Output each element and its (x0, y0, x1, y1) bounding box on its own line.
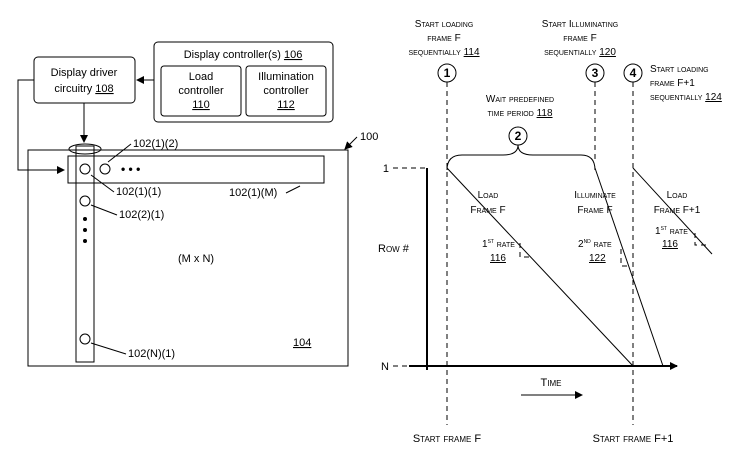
step-1-line2: frame F (427, 33, 460, 44)
illumination-controller-ref: 112 (277, 99, 295, 111)
pixel-2-1-label: 102(2)(1) (119, 209, 164, 221)
rate-3-annotation: 1st rate 116 (655, 225, 706, 250)
step-4-line1: Start loading (650, 64, 709, 75)
rate-3-triangle (694, 233, 706, 246)
pixel-1-2 (99, 163, 111, 175)
display-controllers-title: Display controller(s) 106 (184, 49, 303, 61)
rate-3-label: 1st rate (655, 225, 688, 237)
step-2-number: 2 (515, 129, 522, 143)
rate-1-triangle (519, 243, 533, 258)
device-ref-label: 100 (360, 131, 378, 143)
step-3-annotation: Start Illuminating frame F sequentially … (542, 19, 618, 83)
display-controllers-ref: 106 (284, 49, 302, 61)
rate-3-ref: 116 (662, 239, 678, 250)
display-driver-label-line1: Display driver (51, 67, 118, 79)
pixel-n-1 (79, 333, 91, 345)
pixel-2-1-leader (90, 204, 118, 216)
step-3-line3: sequentially 120 (544, 47, 616, 58)
load-controller-line2: controller (178, 85, 224, 97)
step-3-number: 3 (592, 66, 599, 80)
pixel-n-1-leader (90, 342, 127, 355)
y-label-bottom: N (381, 361, 389, 373)
rate-2-annotation: 2nd rate 122 (578, 238, 628, 267)
step-1-number: 1 (444, 66, 451, 80)
step-4-ref: 124 (705, 92, 722, 103)
rate-1-ref: 116 (490, 253, 506, 264)
x-axis-label: Time (541, 377, 562, 389)
step-3-line1: Start Illuminating (542, 19, 618, 30)
column-dot-3 (83, 239, 87, 243)
rate-2-ref: 122 (589, 253, 606, 264)
load-frame-f1-line (632, 167, 713, 255)
illumination-controller-line1: Illumination (258, 71, 314, 83)
step-3-line2: frame F (563, 33, 596, 44)
display-driver-box: Display driver circuitry 108 (33, 56, 136, 104)
illuminate-frame-f-line2: Frame F (577, 205, 612, 216)
start-frame-f-label: Start frame F (413, 433, 482, 445)
step-4-annotation: 4 Start loading frame F+1 sequentially 1… (623, 63, 722, 103)
load-controller-line1: Load (189, 71, 213, 83)
illumination-controller-box: Illumination controller 112 (245, 65, 327, 117)
pixel-1-2-label: 102(1)(2) (133, 138, 178, 150)
display-driver-label-line2: circuitry 108 (54, 83, 113, 95)
pixel-1-2-leader (107, 143, 132, 163)
matrix-size-label: (M x N) (178, 253, 214, 265)
load-frame-f1-line2: Frame F+1 (654, 205, 701, 216)
step-2-line2: time period 118 (487, 108, 553, 119)
load-controller-box: Load controller 110 (160, 65, 242, 117)
driver-to-row-arrow (17, 79, 65, 174)
y-label-top: 1 (383, 163, 389, 175)
load-frame-f-line1: Load (478, 190, 499, 201)
pixel-row-strip (67, 155, 325, 184)
display-panel (27, 149, 349, 367)
step-4-number: 4 (630, 66, 637, 80)
wait-period-brace (446, 144, 596, 171)
step-1-line3: sequentially 114 (408, 47, 480, 58)
row-ellipsis: • • • (121, 162, 140, 176)
display-driver-ref: 108 (95, 83, 113, 95)
step-1-line1: Start loading (415, 19, 474, 30)
pixel-1-m-leader (285, 185, 301, 194)
display-controllers-box: Display controller(s) 106 (153, 41, 334, 123)
pixel-2-1 (79, 195, 91, 207)
rate-1-label: 1st rate (482, 238, 515, 250)
pixel-n-1-label: 102(N)(1) (128, 348, 175, 360)
display-device-diagram: Display driver circuitry 108 Display con… (17, 41, 378, 367)
rate-2-label: 2nd rate (578, 238, 612, 250)
illumination-controller-line2: controller (263, 85, 309, 97)
pixel-1-1-leader (90, 174, 115, 193)
pixel-1-1 (79, 163, 91, 175)
start-frame-f1-label: Start frame F+1 (593, 433, 674, 445)
load-frame-f-line (446, 167, 634, 367)
step-3-ref: 120 (599, 47, 616, 58)
illuminate-frame-f-line1: Illuminate (574, 190, 616, 201)
y-axis-label: Row # (378, 243, 410, 255)
rate-1-annotation: 1st rate 116 (482, 238, 533, 264)
timing-diagram: Start loading frame F sequentially 114 1… (378, 19, 722, 445)
step-4-line3: sequentially 124 (650, 92, 722, 103)
step-4-line2: frame F+1 (650, 78, 695, 89)
pixel-1-m-label: 102(1)(M) (229, 187, 277, 199)
device-ref-arrow (344, 136, 358, 150)
column-dot-1 (83, 217, 87, 221)
step-2-annotation: Wait predefined time period 118 2 (446, 94, 596, 171)
load-frame-f1-line1: Load (667, 190, 688, 201)
step-2-ref: 118 (537, 108, 553, 119)
load-controller-ref: 110 (192, 99, 210, 111)
load-frame-f-line2: Frame F (470, 205, 505, 216)
pixel-1-1-label: 102(1)(1) (116, 186, 161, 198)
rate-2-triangle (620, 249, 628, 267)
illuminate-frame-f-line (594, 167, 664, 367)
selection-ellipse (68, 143, 102, 155)
column-dot-2 (83, 228, 87, 232)
panel-ref: 104 (293, 337, 311, 349)
step-1-annotation: Start loading frame F sequentially 114 1 (408, 19, 480, 83)
step-2-line1: Wait predefined (486, 94, 554, 105)
step-1-ref: 114 (464, 47, 480, 58)
pixel-column-strip (75, 145, 95, 363)
